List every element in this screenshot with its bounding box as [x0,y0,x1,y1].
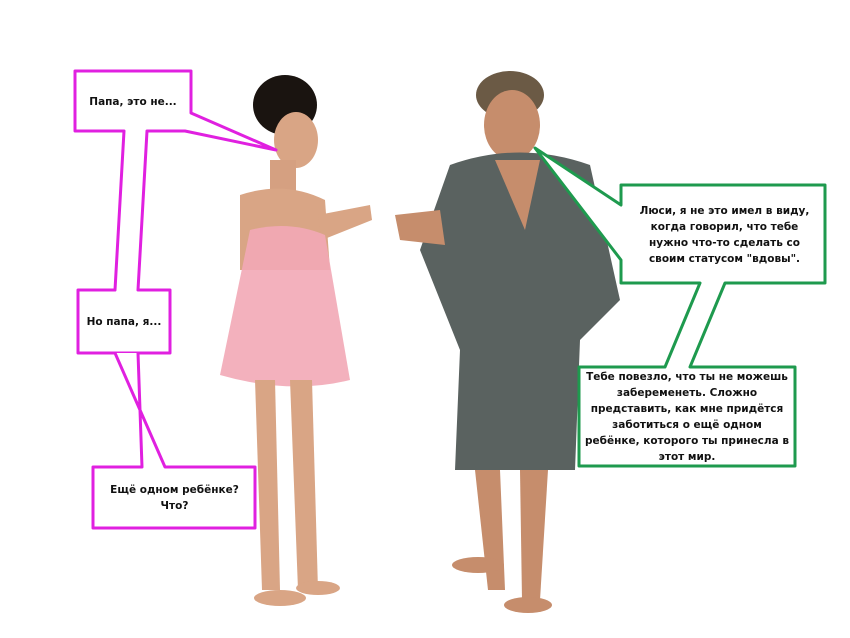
dad-line-1: Люси, я не это имел в виду, когда говори… [639,205,810,265]
girl-speech-bubbles [73,69,278,530]
girl-line-2: Но папа, я... [86,316,162,328]
woman-figure [220,75,372,606]
girl-line-3: Ещё одном ребёнке? Что? [110,484,239,512]
man-figure [395,71,620,613]
girl-line-1: Папа, это не... [89,95,177,108]
dad-line-2: Тебе повезло, что ты не можешь заберемен… [584,371,789,463]
dad-speech-bubbles [533,146,827,468]
